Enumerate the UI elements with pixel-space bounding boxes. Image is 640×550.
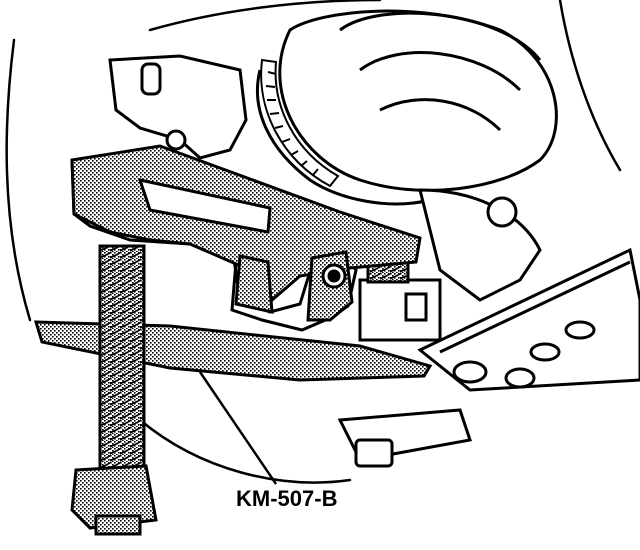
ball-joint <box>358 254 442 342</box>
tool-threaded-bolt <box>70 244 158 536</box>
wheel-hub <box>255 9 558 206</box>
sensor-bracket <box>108 54 248 160</box>
part-label: KM-507-B <box>236 486 338 511</box>
callout-leader-line <box>198 371 278 485</box>
control-arm <box>417 247 640 392</box>
tool-upper-jaw <box>70 144 422 332</box>
background-lines <box>5 0 622 484</box>
clamp-band <box>260 58 340 188</box>
steering-knuckle <box>337 188 542 468</box>
